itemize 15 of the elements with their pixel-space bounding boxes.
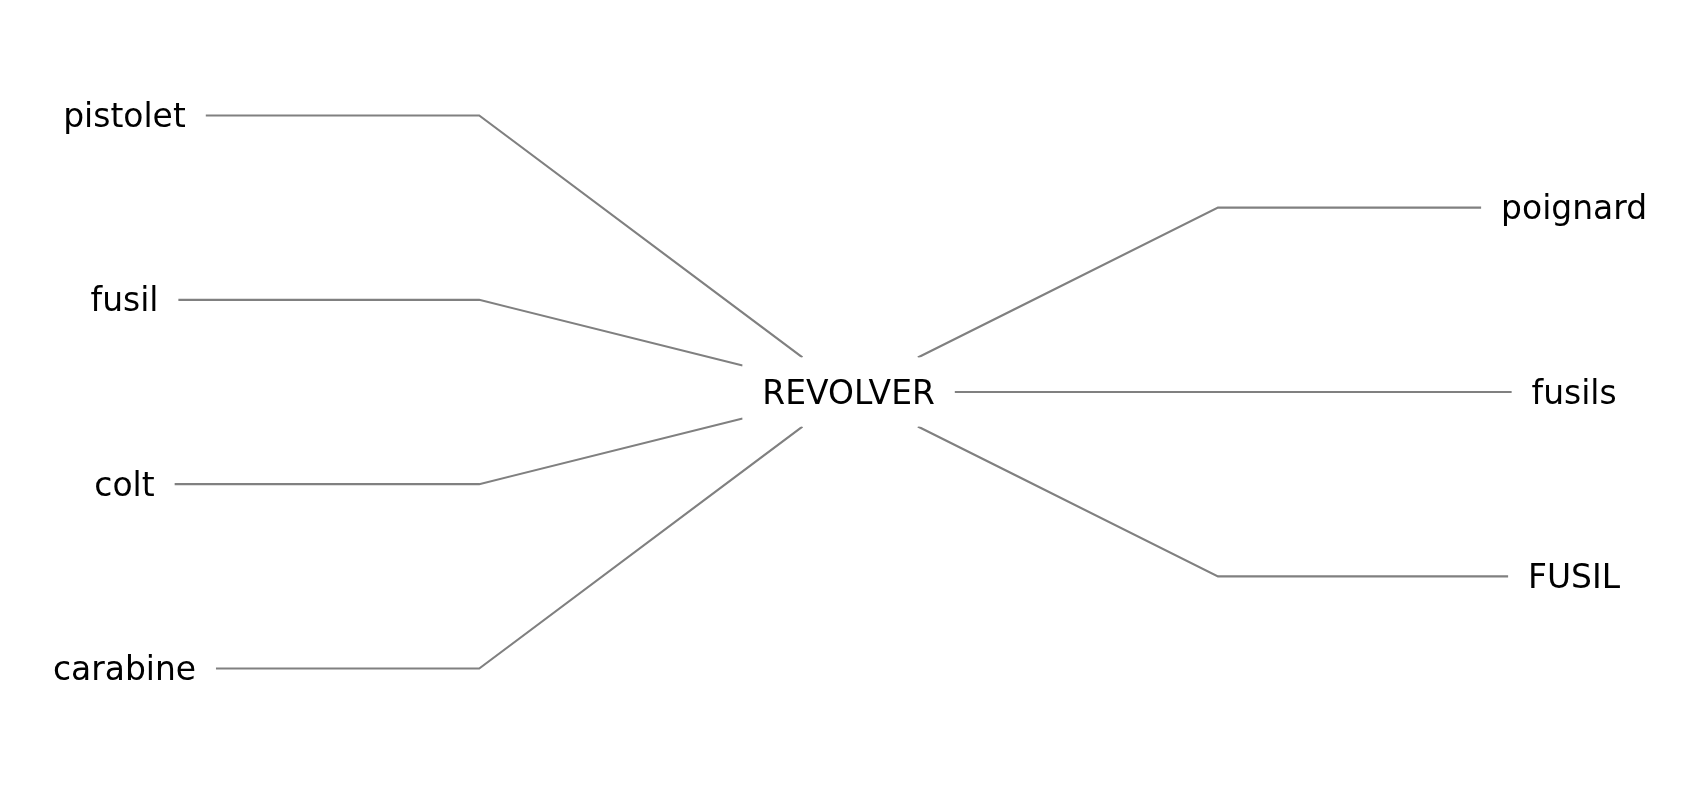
node-text: pistolet (63, 95, 186, 136)
node-text: REVOLVER (762, 372, 935, 412)
node-text: poignard (1501, 187, 1648, 228)
connector (215, 425, 804, 670)
node-text: fusil (90, 280, 159, 320)
connector (178, 298, 743, 367)
node-text: carabine (52, 648, 197, 689)
node-text: FUSIL (1528, 556, 1621, 597)
connector (174, 417, 743, 486)
connector (954, 390, 1512, 394)
node-text: fusils (1531, 372, 1617, 412)
connector (917, 206, 1482, 359)
node-text: colt (94, 464, 155, 504)
connector (917, 425, 1509, 578)
connector (205, 114, 804, 359)
